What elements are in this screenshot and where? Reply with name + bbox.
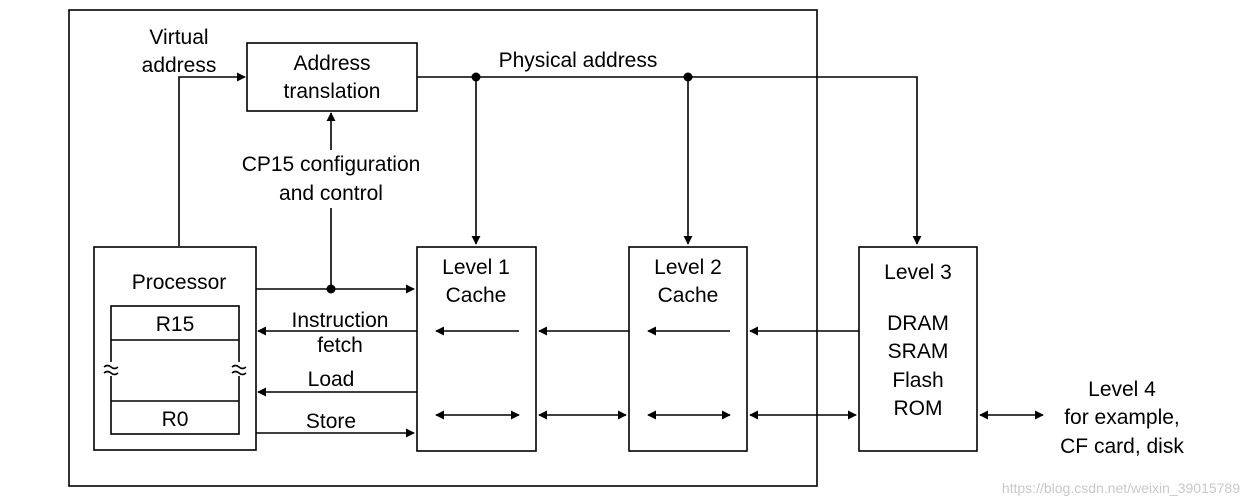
- load-label: Load: [308, 368, 355, 391]
- level3-item-sram: SRAM: [888, 340, 949, 363]
- level1-label-line1: Level 1: [442, 256, 510, 279]
- break-mark-right: [231, 364, 247, 376]
- address-translation-label-line1: Address: [293, 52, 370, 75]
- level3-item-flash: Flash: [892, 369, 943, 392]
- instruction-fetch-label-line1: Instruction: [292, 309, 389, 332]
- level4-label-line3: CF card, disk: [1060, 435, 1184, 458]
- instruction-fetch-label-line2: fetch: [317, 334, 363, 357]
- address-translation-label-line2: translation: [284, 80, 381, 103]
- virtual-address-label-line1: Virtual: [149, 26, 208, 49]
- virtual-address-label-line2: address: [142, 54, 217, 77]
- level2-label-line1: Level 2: [654, 256, 722, 279]
- level4-label-line1: Level 4: [1088, 378, 1156, 401]
- level2-label-line2: Cache: [658, 284, 719, 307]
- virtual-address-arrow: [178, 72, 246, 246]
- watermark-text: https://blog.csdn.net/weixin_39015789: [1002, 480, 1240, 496]
- register-r0-label: R0: [162, 408, 189, 431]
- level3-item-dram: DRAM: [887, 312, 949, 335]
- address-translation-box: [246, 42, 418, 112]
- level4-label-line2: for example,: [1064, 406, 1180, 429]
- physical-address-label: Physical address: [499, 49, 658, 72]
- level3-memory-box: [858, 246, 978, 452]
- level1-label-line2: Cache: [446, 284, 507, 307]
- register-r15-label: R15: [156, 313, 195, 336]
- physical-address-bus-to-level3: [417, 76, 922, 245]
- cp15-label-line2: and control: [279, 182, 383, 205]
- store-label: Store: [306, 410, 356, 433]
- level3-item-rom: ROM: [894, 397, 943, 420]
- cp15-label-line1: CP15 configuration: [242, 153, 421, 176]
- break-mark-left: [103, 364, 119, 376]
- processor-label: Processor: [132, 271, 227, 294]
- register-file: [110, 305, 240, 435]
- level3-label: Level 3: [884, 261, 952, 284]
